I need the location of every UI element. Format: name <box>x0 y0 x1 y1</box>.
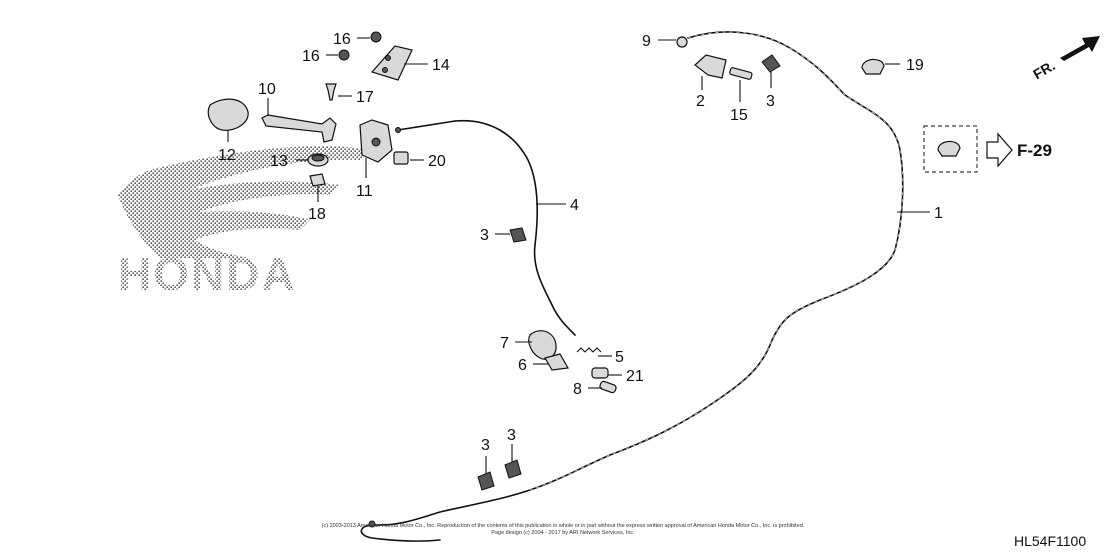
callout-3-top: 3 <box>766 93 775 110</box>
part-3-clip-top <box>761 54 781 73</box>
callout-7: 7 <box>500 335 509 352</box>
callout-21: 21 <box>626 368 644 385</box>
part-3-clip-mid <box>509 227 527 243</box>
callout-1: 1 <box>934 205 943 222</box>
part-7-boot <box>528 330 557 360</box>
part-11-bracket <box>359 119 393 163</box>
part-3-clip-low-b <box>504 459 522 479</box>
callout-19: 19 <box>906 57 924 74</box>
part-12-knob <box>207 98 249 131</box>
part-10-lever <box>261 114 337 143</box>
callout-16-b: 16 <box>302 48 320 65</box>
part-3-clip-low-a <box>477 471 495 491</box>
callout-6: 6 <box>518 357 527 374</box>
part-21-collar <box>591 367 609 379</box>
part-16-nut-a <box>370 31 382 43</box>
copyright-line-1: (c) 2003-2013 American Honda Motor Co., … <box>322 523 805 529</box>
part-19-clamp <box>861 58 885 75</box>
callout-3-low-a: 3 <box>481 437 490 454</box>
diagram-code: HL54F1100 <box>1014 533 1086 549</box>
part-20-bolt <box>393 151 409 165</box>
part-16-nut-b <box>338 49 350 61</box>
callout-labels: 1 2 3 3 3 3 4 5 6 7 8 9 10 11 12 13 14 1… <box>218 31 943 454</box>
cable-1 <box>360 31 904 542</box>
leader-lines <box>227 37 930 474</box>
callout-3-low-b: 3 <box>507 427 516 444</box>
callout-4: 4 <box>570 197 579 214</box>
reference-arrow-icon <box>986 132 1013 168</box>
part-9-clip <box>676 36 688 48</box>
callout-10: 10 <box>258 81 276 98</box>
callout-2: 2 <box>696 93 705 110</box>
callout-12: 12 <box>218 147 236 164</box>
callout-18: 18 <box>308 206 326 223</box>
part-15-bolt <box>729 67 753 80</box>
part-18-nut <box>309 173 326 187</box>
callout-16-a: 16 <box>333 31 351 48</box>
clamp-icon <box>937 140 961 157</box>
callout-15: 15 <box>730 107 748 124</box>
callout-13: 13 <box>270 153 288 170</box>
reference-box[interactable]: F-29 <box>923 125 1052 173</box>
callout-11: 11 <box>356 183 373 200</box>
callout-8: 8 <box>573 381 582 398</box>
honda-wing-logo: HONDA <box>118 146 370 300</box>
part-6-clip <box>544 353 569 371</box>
part-13-gear <box>307 153 329 167</box>
honda-logo-text: HONDA <box>118 248 297 300</box>
cable-4 <box>395 119 576 336</box>
copyright-line-2: Page design (c) 2004 - 2017 by ARI Netwo… <box>491 530 635 536</box>
part-17-screw <box>325 83 337 101</box>
part-2-holder <box>694 54 727 79</box>
callout-9: 9 <box>642 33 651 50</box>
part-14-plate <box>370 45 413 81</box>
front-label: FR. <box>1030 57 1058 82</box>
part-5-spring <box>576 347 602 353</box>
callout-20: 20 <box>428 153 446 170</box>
part-8-pin <box>599 380 617 394</box>
front-arrow-icon <box>1060 36 1100 61</box>
front-direction-indicator: FR. <box>1030 36 1100 82</box>
callout-5: 5 <box>615 349 624 366</box>
callout-3-mid: 3 <box>480 227 489 244</box>
reference-page-label: F-29 <box>1017 141 1052 160</box>
callout-17: 17 <box>356 89 374 106</box>
callout-14: 14 <box>432 57 450 74</box>
